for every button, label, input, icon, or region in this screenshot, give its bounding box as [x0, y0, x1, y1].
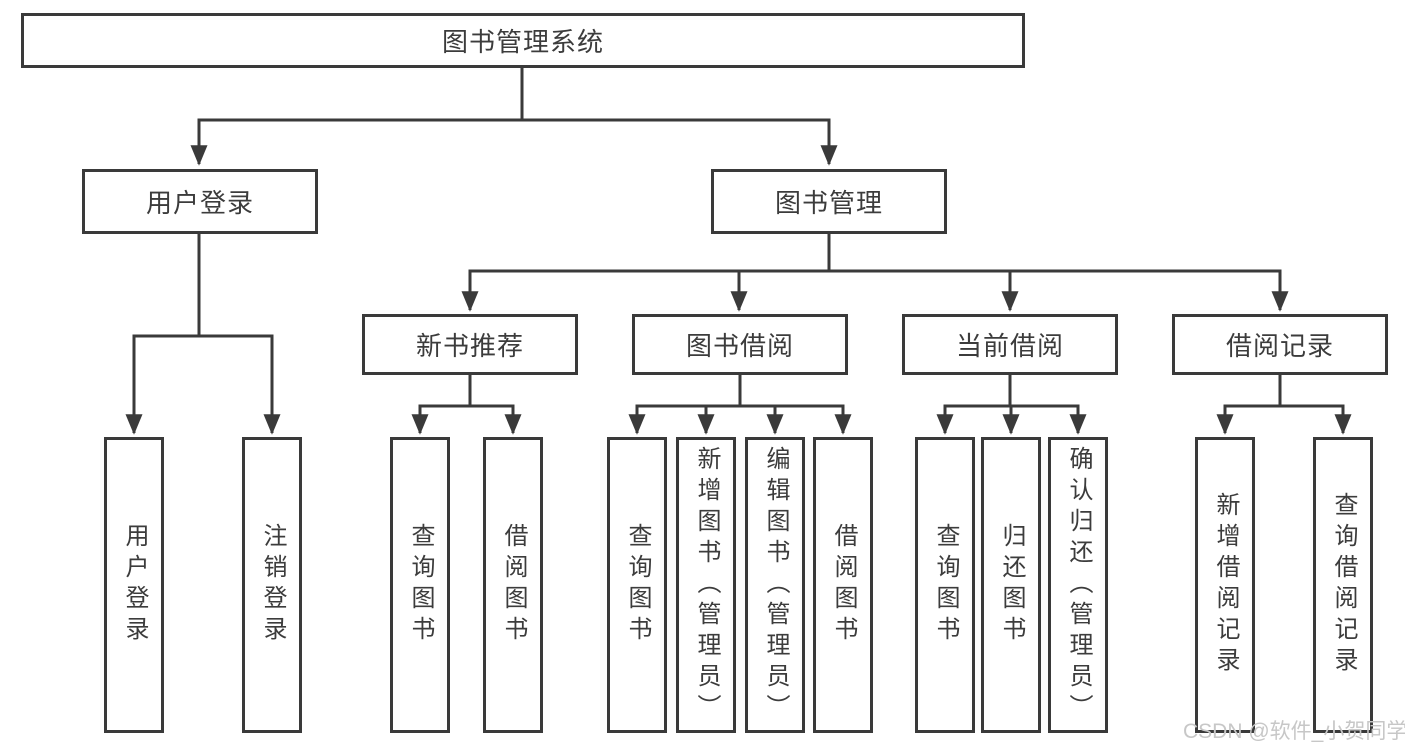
node-library-management-system: 图书管理系统: [21, 13, 1025, 68]
leaf-recommend-borrow-books: 借阅图书: [483, 437, 543, 733]
leaf-current-confirm-return-admin: 确认归还（管理员）: [1048, 437, 1108, 733]
leaf-login-logout: 注销登录: [242, 437, 302, 733]
node-current-borrowing: 当前借阅: [902, 314, 1118, 375]
leaf-borrowing-add-books-admin: 新增图书（管理员）: [676, 437, 736, 733]
leaf-records-add-borrow-record: 新增借阅记录: [1195, 437, 1255, 733]
leaf-current-query-books: 查询图书: [915, 437, 975, 733]
leaf-login-user-login: 用户登录: [104, 437, 164, 733]
leaf-borrowing-query-books: 查询图书: [607, 437, 667, 733]
leaf-borrowing-edit-books-admin: 编辑图书（管理员）: [745, 437, 805, 733]
leaf-recommend-query-books: 查询图书: [390, 437, 450, 733]
node-borrowing-records: 借阅记录: [1172, 314, 1388, 375]
node-user-login: 用户登录: [82, 169, 318, 234]
leaf-current-return-books: 归还图书: [981, 437, 1041, 733]
node-book-borrowing: 图书借阅: [632, 314, 848, 375]
leaf-records-query-borrow-record: 查询借阅记录: [1313, 437, 1373, 733]
leaf-borrowing-borrow-books: 借阅图书: [813, 437, 873, 733]
csdn-watermark: CSDN @软件_小贺同学: [1183, 720, 1405, 743]
node-book-management: 图书管理: [711, 169, 947, 234]
node-new-book-recommendation: 新书推荐: [362, 314, 578, 375]
